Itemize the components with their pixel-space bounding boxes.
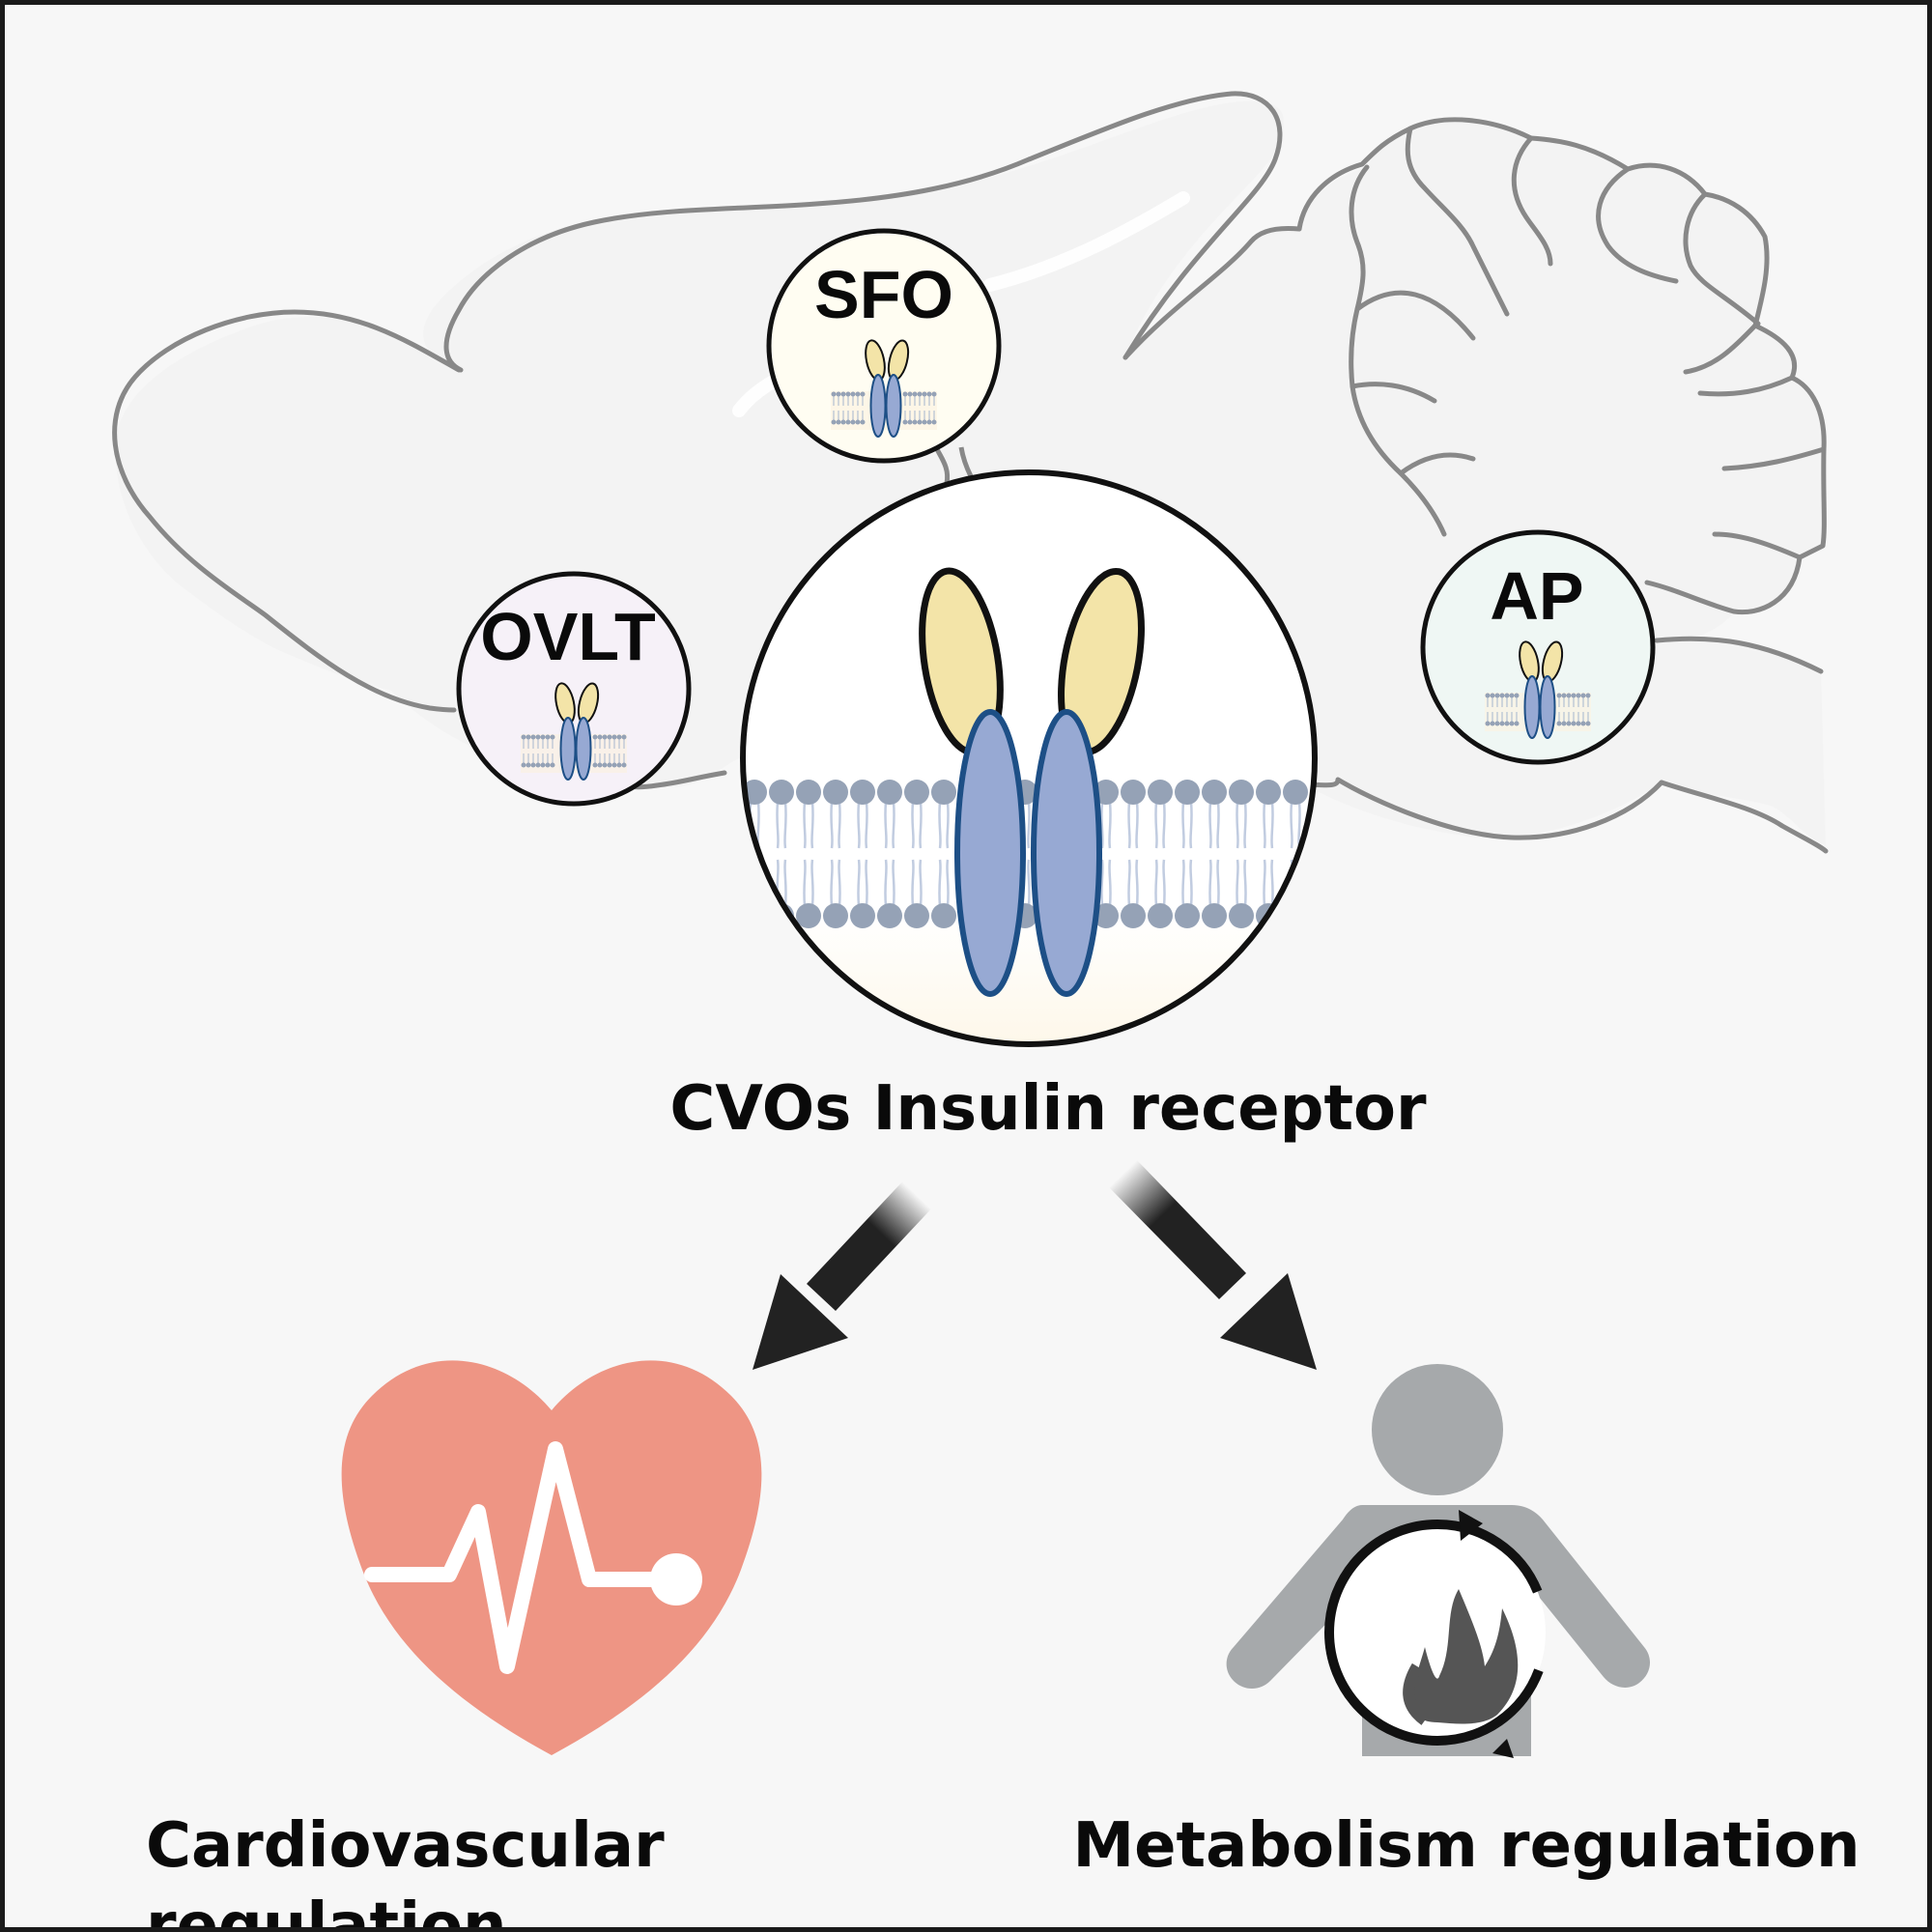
ap-label: AP <box>1490 558 1583 634</box>
lipid-head <box>877 903 902 928</box>
lipid-head <box>1283 780 1308 805</box>
lipid-head <box>1175 903 1200 928</box>
arrow-to-metabolism <box>1108 1160 1317 1370</box>
lipid-tail <box>1263 801 1274 907</box>
lipid-tail <box>1318 802 1326 906</box>
lipid-head <box>931 780 956 805</box>
lipid-head <box>1229 903 1254 928</box>
lipid-head <box>796 903 821 928</box>
lipid-head <box>1121 903 1146 928</box>
lipid-head <box>1094 903 1119 928</box>
lipid-head <box>904 903 929 928</box>
lipid-head <box>743 903 767 928</box>
ovlt-label: OVLT <box>480 599 655 674</box>
lipid-head <box>1283 903 1308 928</box>
lipid-head <box>1202 780 1227 805</box>
lipid-head <box>796 780 821 805</box>
lipid-head <box>1175 780 1200 805</box>
lipid-tail <box>776 801 787 907</box>
lipid-head <box>850 780 875 805</box>
lipid-head <box>877 780 902 805</box>
lipid-tail <box>938 801 950 907</box>
lipid-tail <box>830 801 841 907</box>
lipid-head <box>823 903 848 928</box>
lipid-tail <box>1100 801 1112 907</box>
lipid-tail <box>1181 801 1193 907</box>
sfo-circle: SFO <box>766 228 1002 464</box>
lipid-head <box>769 780 794 805</box>
lipid-head <box>850 903 875 928</box>
lipid-tail <box>857 801 868 907</box>
lipid-head <box>1229 780 1254 805</box>
lipid-head <box>904 780 929 805</box>
heart-pulse-icon <box>341 1360 762 1755</box>
lipid-tail <box>1236 801 1247 907</box>
lipid-tail <box>1127 801 1139 907</box>
cvos-insulin-receptor-label: CVOs Insulin receptor <box>669 1073 1427 1145</box>
lipid-head <box>1310 903 1315 928</box>
lipid-tail <box>1208 801 1220 907</box>
lipid-head <box>1256 780 1281 805</box>
insulin-receptor-large <box>919 567 1145 997</box>
lipid-head <box>1094 780 1119 805</box>
ap-circle: AP <box>1420 529 1656 765</box>
lipid-head <box>1148 780 1173 805</box>
person-metabolism-icon <box>1226 1364 1651 1758</box>
lipid-tail <box>911 801 923 907</box>
lipid-head <box>931 903 956 928</box>
lipid-tail <box>803 801 814 907</box>
sfo-label: SFO <box>814 257 953 332</box>
metabolism-label: Metabolism regulation <box>1072 1810 1860 1882</box>
diagram-canvas: SFO OVLT AP CVOs Insulin receptor <box>112 91 1861 1932</box>
arrow-to-cardiovascular <box>753 1176 937 1370</box>
lipid-tail <box>884 801 895 907</box>
lipid-head <box>1121 780 1146 805</box>
lipid-tail <box>1290 801 1301 907</box>
sfo-connector <box>934 446 974 484</box>
cardiovascular-label-line1: Cardiovascular <box>146 1810 665 1882</box>
lipid-head <box>1202 903 1227 928</box>
lipid-tail <box>1154 801 1166 907</box>
cardiovascular-label-line2: regulation <box>146 1890 507 1932</box>
lipid-head <box>1148 903 1173 928</box>
lipid-head <box>823 780 848 805</box>
ovlt-circle: OVLT <box>456 571 692 807</box>
